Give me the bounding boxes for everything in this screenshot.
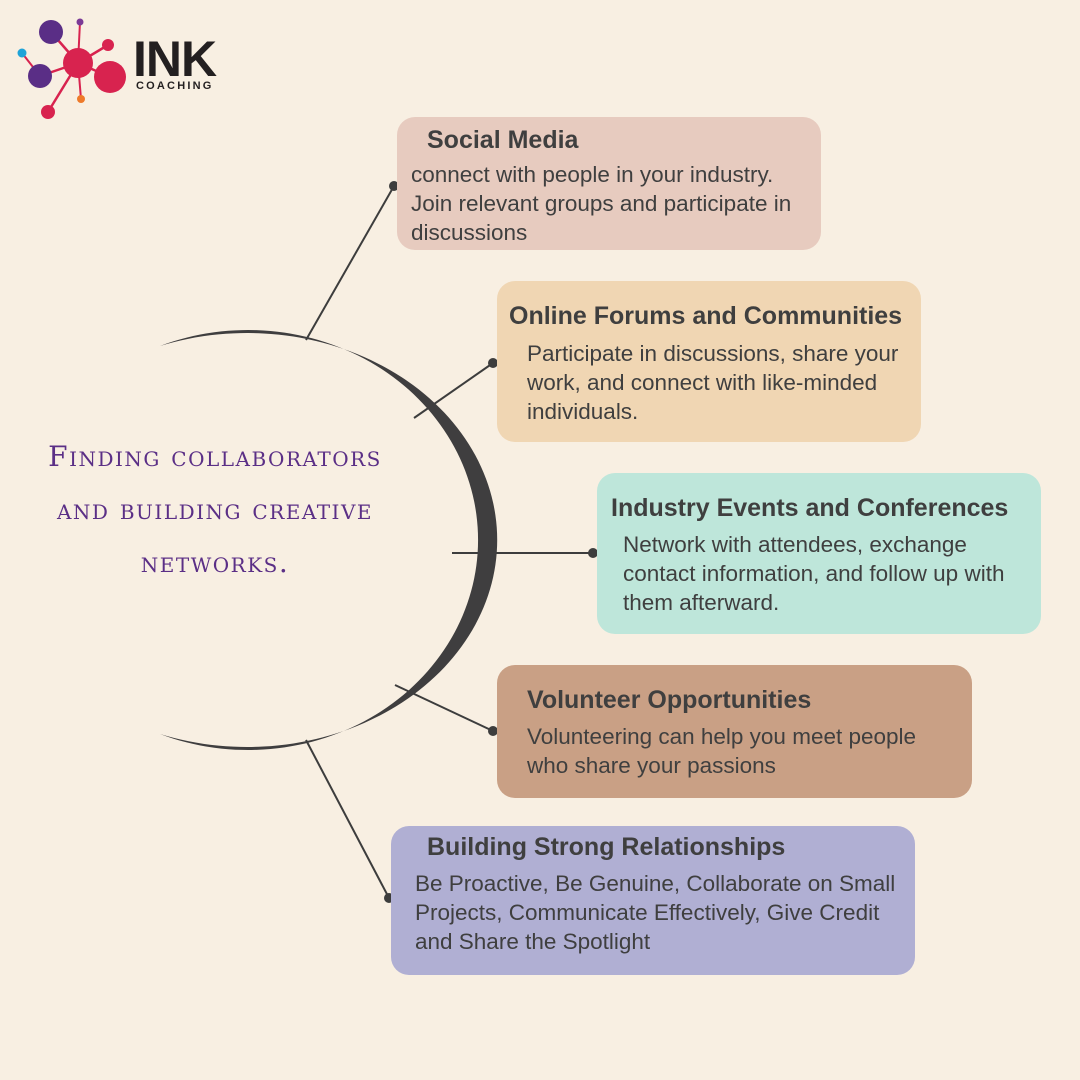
card-title: Social Media: [427, 126, 579, 154]
logo-subtitle: COACHING: [136, 80, 214, 92]
card-title: Building Strong Relationships: [427, 833, 786, 861]
connector-relations: [305, 739, 390, 899]
building-relationships-card: Building Strong Relationships Be Proacti…: [391, 826, 915, 975]
central-topic-title: Finding collaborators and building creat…: [48, 440, 382, 579]
card-title: Volunteer Opportunities: [527, 686, 812, 714]
industry-events-card: Industry Events and Conferences Network …: [597, 473, 1041, 634]
card-title: Online Forums and Communities: [509, 302, 903, 330]
card-description: Network with attendees, exchange contact…: [623, 532, 1005, 615]
card-title: Industry Events and Conferences: [611, 494, 1009, 522]
ink-coaching-logo-icon: [17, 18, 126, 119]
card-description: Participate in discussions, share your w…: [527, 341, 899, 424]
connector-forums: [413, 362, 494, 419]
logo-wordmark: INK: [133, 31, 217, 87]
volunteer-opportunities-card: Volunteer Opportunities Volunteering can…: [497, 665, 972, 798]
social-media-card: Social Media connect with people in your…: [397, 117, 821, 250]
connector-social: [305, 185, 395, 341]
online-forums-card: Online Forums and Communities Participat…: [497, 281, 921, 442]
card-description: Be Proactive, Be Genuine, Collaborate on…: [415, 871, 896, 954]
card-description: connect with people in your industry. Jo…: [411, 162, 792, 245]
card-description: Volunteering can help you meet people wh…: [527, 724, 917, 778]
